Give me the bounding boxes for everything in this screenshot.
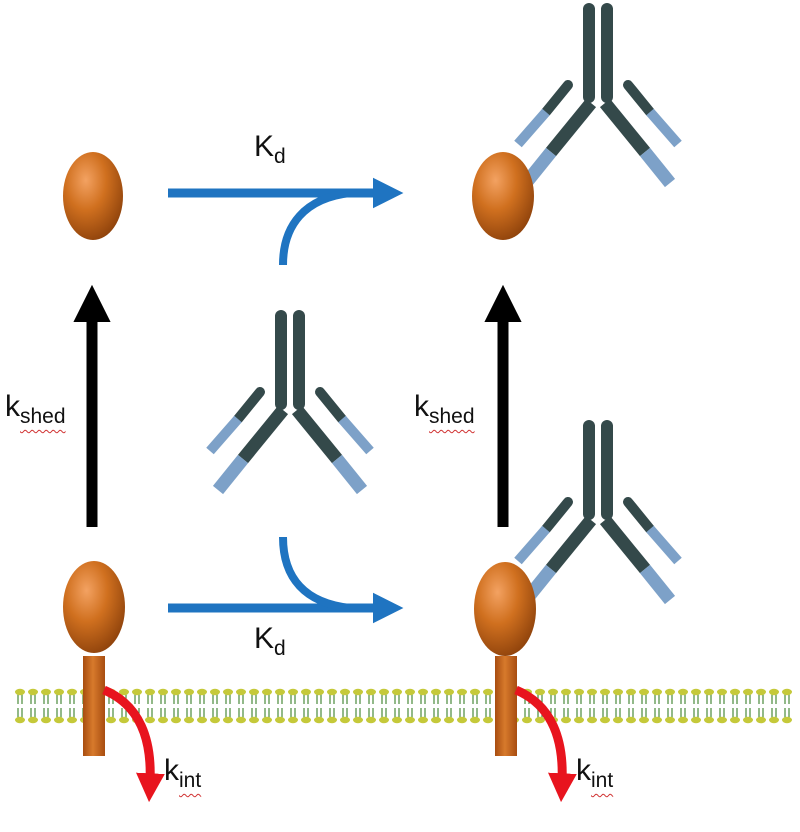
lipid-molecule <box>599 688 611 724</box>
antibody-bound-bottom-icon <box>518 426 678 600</box>
lipid-molecule <box>638 688 650 724</box>
lipid-molecule <box>313 688 325 724</box>
lipid-molecule <box>651 688 663 724</box>
lipid-molecule <box>274 688 286 724</box>
lipid-molecule <box>287 688 299 724</box>
lipid-molecule <box>404 688 416 724</box>
lipid-molecule <box>352 688 364 724</box>
lipid-molecule <box>586 688 598 724</box>
lipid-molecule <box>196 688 208 724</box>
kd-label-top: Kd <box>254 130 286 168</box>
lipid-molecule <box>560 688 572 724</box>
internalization-arrow-left <box>102 685 165 803</box>
lipid-molecule <box>261 688 273 724</box>
kshed-label-right: kshed <box>414 390 475 428</box>
lipid-molecule <box>326 688 338 724</box>
antibody-free-icon <box>210 316 370 490</box>
lipid-molecule <box>729 688 741 724</box>
lipid-molecule <box>157 688 169 724</box>
receptor-stem-right <box>495 656 517 756</box>
lipid-molecule <box>430 688 442 724</box>
antigen-free-icon <box>63 152 123 240</box>
lipid-molecule <box>378 688 390 724</box>
lipid-molecule <box>417 688 429 724</box>
lipid-molecule <box>469 688 481 724</box>
lipid-molecule <box>339 688 351 724</box>
lipid-molecule <box>677 688 689 724</box>
lipid-molecule <box>573 688 585 724</box>
lipid-molecule <box>14 688 26 724</box>
lipid-molecule <box>443 688 455 724</box>
lipid-molecule <box>222 688 234 724</box>
binding-arrow-top <box>168 177 404 266</box>
lipid-molecule <box>27 688 39 724</box>
lipid-molecule <box>66 688 78 724</box>
lipid-molecule <box>300 688 312 724</box>
lipid-molecule <box>742 688 754 724</box>
lipid-molecule <box>248 688 260 724</box>
lipid-molecule <box>144 688 156 724</box>
lipid-molecule <box>209 688 221 724</box>
lipid-molecule <box>612 688 624 724</box>
lipid-molecule <box>365 688 377 724</box>
lipid-molecule <box>482 688 494 724</box>
lipid-molecule <box>781 688 793 724</box>
lipid-molecule <box>40 688 52 724</box>
lipid-molecule <box>456 688 468 724</box>
receptor-stem-left <box>83 656 105 756</box>
antigen-bound-top-icon <box>472 152 534 240</box>
lipid-molecule <box>391 688 403 724</box>
kd-label-bottom: Kd <box>254 622 286 660</box>
antibody-bound-top-icon <box>518 9 678 183</box>
antigen-membrane-right-icon <box>474 562 536 656</box>
internalization-arrow-right <box>514 685 577 803</box>
lipid-molecule <box>625 688 637 724</box>
lipid-molecule <box>170 688 182 724</box>
lipid-molecule <box>755 688 767 724</box>
lipid-molecule <box>664 688 676 724</box>
lipid-molecule <box>716 688 728 724</box>
lipid-molecule <box>768 688 780 724</box>
lipid-molecule <box>183 688 195 724</box>
lipid-molecule <box>53 688 65 724</box>
kint-label-right: kint <box>576 754 614 792</box>
lipid-molecule <box>235 688 247 724</box>
kshed-label-left: kshed <box>5 390 66 428</box>
binding-arrow-bottom <box>168 536 404 624</box>
lipid-molecule <box>703 688 715 724</box>
antigen-membrane-left-icon <box>63 561 125 653</box>
lipid-molecule <box>690 688 702 724</box>
kint-label-left: kint <box>164 754 202 792</box>
